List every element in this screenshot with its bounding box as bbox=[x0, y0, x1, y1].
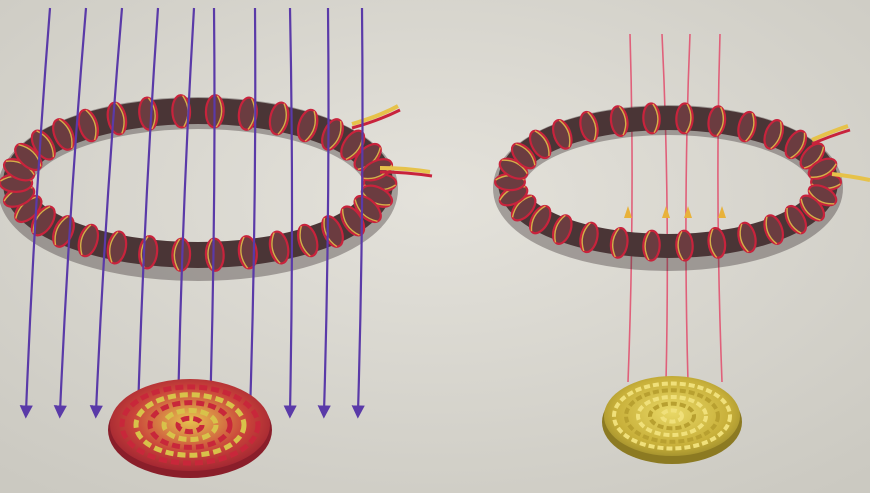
coil-winding bbox=[643, 230, 661, 260]
right-induction-plate bbox=[602, 376, 742, 464]
left-induction-plate bbox=[108, 379, 272, 478]
coil-winding bbox=[676, 103, 694, 133]
coil-winding bbox=[643, 103, 661, 133]
coil-winding bbox=[205, 238, 224, 271]
coil-winding bbox=[676, 230, 694, 260]
